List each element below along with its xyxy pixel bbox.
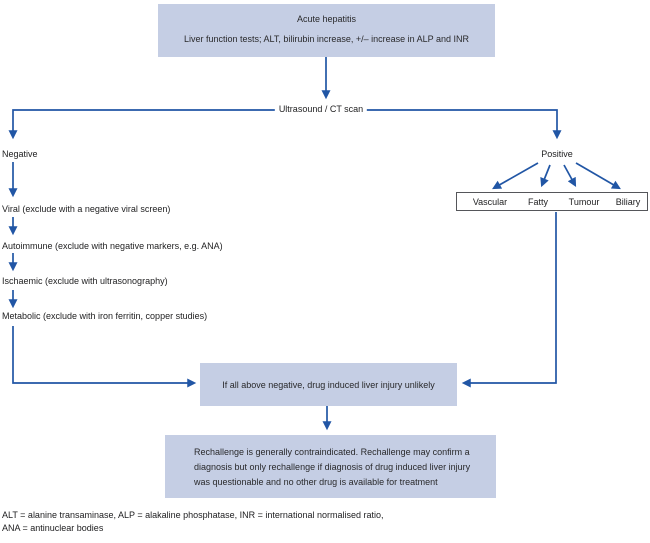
- dili-unlikely-text: If all above negative, drug induced live…: [222, 379, 435, 390]
- step-ischaemic: Ischaemic (exclude with ultrasonography): [2, 276, 168, 286]
- arrow-categories-to-unlikely: [461, 212, 557, 388]
- dili-unlikely-box: If all above negative, drug induced live…: [200, 363, 457, 406]
- step-viral: Viral (exclude with a negative viral scr…: [2, 204, 171, 214]
- step-metabolic: Metabolic (exclude with iron ferritin, c…: [2, 311, 208, 321]
- arrow-positive-to-vascular: [492, 162, 539, 190]
- arrow-scan-to-negative: [8, 109, 286, 140]
- arrow-positive-to-fatty: [540, 164, 551, 188]
- rechallenge-box: Rechallenge is generally contraindicated…: [165, 435, 496, 498]
- rechallenge-line-2: diagnosis but only rechallenge if diagno…: [194, 462, 471, 472]
- ultrasound-ct-scan-label: Ultrasound / CT scan: [274, 104, 368, 114]
- liver-function-tests-text: Liver function tests; ALT, bilirubin inc…: [183, 34, 470, 44]
- footnote-line-1: ALT = alanine transaminase, ALP = alakal…: [2, 510, 384, 520]
- acute-hepatitis-title: Acute hepatitis: [296, 14, 357, 24]
- rechallenge-line-3: was questionable and no other drug is av…: [194, 477, 438, 487]
- arrow-scan-to-positive: [356, 109, 562, 140]
- arrow-metabolic-to-unlikely: [12, 326, 197, 388]
- positive-branch-label: Positive: [541, 149, 573, 159]
- category-tumour: Tumour: [568, 196, 600, 207]
- rechallenge-line-1: Rechallenge is generally contraindicated…: [194, 447, 470, 457]
- category-fatty: Fatty: [527, 196, 549, 207]
- negative-branch-label: Negative: [2, 149, 38, 159]
- arrow-positive-to-tumour: [563, 164, 577, 187]
- positive-categories-box: Vascular Fatty Tumour Biliary: [456, 192, 648, 211]
- footnote-line-2: ANA = antinuclear bodies: [2, 523, 104, 533]
- category-biliary: Biliary: [615, 196, 641, 207]
- arrow-positive-to-biliary: [575, 162, 621, 190]
- step-autoimmune: Autoimmune (exclude with negative marker…: [2, 241, 223, 251]
- acute-hepatitis-box: Acute hepatitis Liver function tests; AL…: [158, 4, 495, 57]
- abbreviation-footnote: ALT = alanine transaminase, ALP = alakal…: [2, 509, 384, 535]
- category-vascular: Vascular: [472, 196, 508, 207]
